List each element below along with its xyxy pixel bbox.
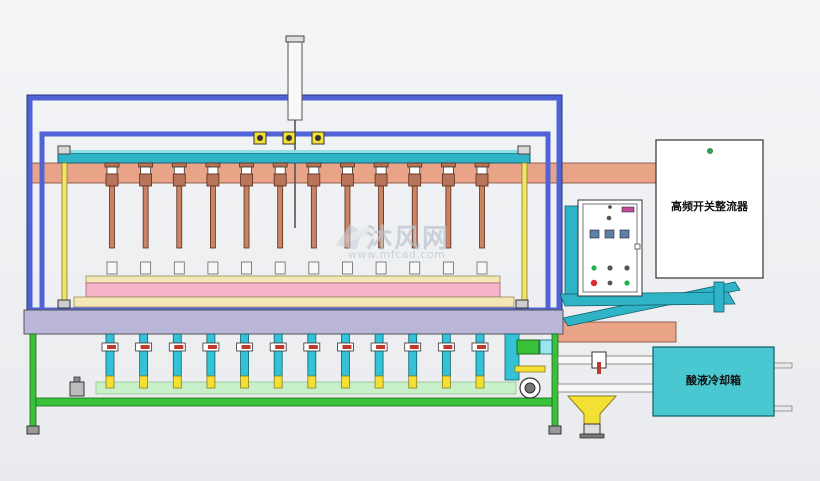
electrode [205, 162, 221, 249]
electrode [373, 162, 389, 249]
column-cap-right [517, 145, 531, 155]
cooling-pipe-lower [557, 383, 655, 393]
support-column-right [521, 162, 528, 304]
clip-group [106, 261, 488, 275]
drain-valve [202, 333, 220, 389]
tank-clip [106, 261, 118, 275]
tank-clip [342, 261, 353, 275]
watermark-logo [336, 224, 372, 250]
drain-valve [168, 333, 186, 389]
inner-foot-right [515, 299, 529, 309]
control-box [564, 199, 643, 297]
electrode [440, 162, 456, 249]
electrode [104, 162, 120, 249]
drain-funnel [566, 395, 618, 439]
foot-right [548, 425, 562, 435]
tank-clip [476, 261, 488, 275]
return-pipe-right-top [773, 362, 793, 369]
drain-valve [236, 333, 253, 389]
drain-valve [437, 333, 455, 389]
electrode-group [104, 162, 490, 249]
rectifier-indicator [707, 148, 713, 154]
tank-layer-bottom [73, 296, 515, 308]
hoist-clamp-group [253, 131, 325, 145]
return-pipe-right-bottom [773, 405, 793, 412]
watermark-brand: 沐风网 [366, 224, 451, 254]
support-column-left [61, 162, 68, 304]
electrode [306, 162, 322, 249]
foot-left [26, 425, 40, 435]
tank-clip [207, 261, 219, 275]
tank-clip [173, 261, 185, 275]
rectifier-label: 高频开关整流器 [671, 200, 748, 213]
tank-clip [140, 261, 152, 275]
tank-clip [241, 261, 252, 275]
electrode [138, 162, 154, 249]
electrode [407, 162, 423, 249]
tank-clip [375, 261, 387, 275]
electrode [171, 162, 187, 249]
tank-layer-pink [85, 282, 501, 298]
drain-valve [404, 333, 422, 389]
circulation-pump [504, 333, 553, 399]
electrode [239, 162, 254, 249]
cooling-tank [652, 346, 775, 417]
tank-layer-top [85, 275, 501, 284]
cooling-tank-label: 酸液冷却箱 [686, 374, 741, 387]
rectifier-cabinet [655, 139, 764, 279]
electrode-rail [57, 152, 531, 164]
drain-valve [370, 333, 388, 389]
hoist-cylinder-cap [285, 35, 305, 43]
drain-valve [101, 333, 119, 389]
rail-top-strip [60, 150, 528, 153]
tank-clip [442, 261, 454, 275]
electrode [474, 162, 490, 249]
drain-valve [337, 333, 354, 389]
pipe-valve-handle [597, 362, 601, 374]
watermark-url: www.mfcad.com [348, 248, 446, 261]
base-slab [23, 309, 564, 335]
inner-foot-left [57, 299, 71, 309]
tank-clip [274, 261, 286, 275]
drain-valve [471, 333, 489, 389]
column-cap-left [57, 145, 71, 155]
drain-valve [135, 333, 153, 389]
tank-clip [308, 261, 320, 275]
electrode [272, 162, 288, 249]
tank-clip [409, 261, 421, 275]
drain-valve [303, 333, 321, 389]
drain-valve-group [101, 333, 489, 389]
drain-valve [269, 333, 287, 389]
hoist-cylinder [287, 37, 303, 121]
left-pump [69, 376, 85, 397]
electrode [340, 162, 355, 249]
